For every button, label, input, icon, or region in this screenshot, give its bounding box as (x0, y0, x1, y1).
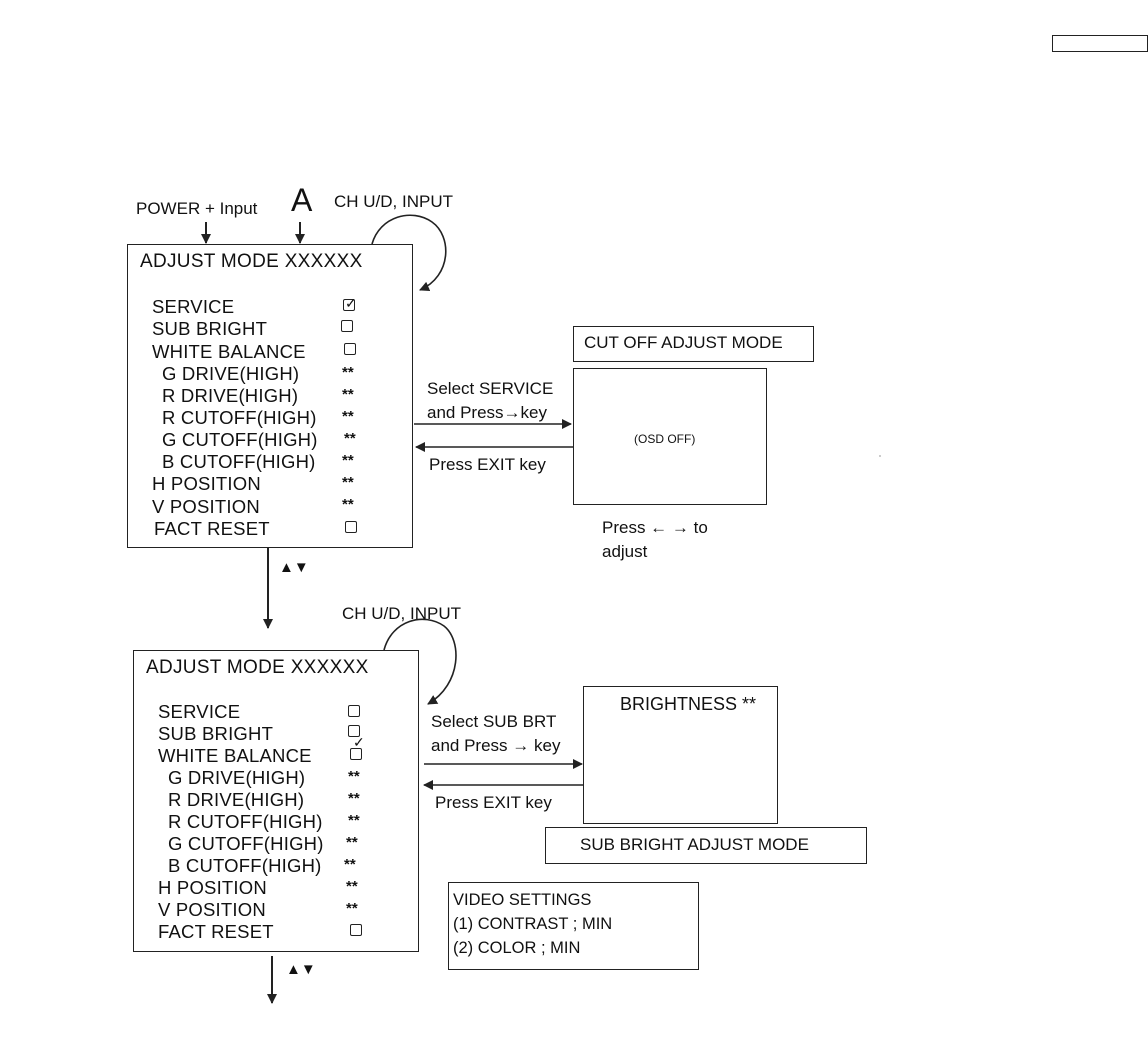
menu-row-r-drive: R DRIVE(HIGH) (162, 385, 299, 406)
subbright-mode-title-box: SUB BRIGHT ADJUST MODE (545, 827, 867, 864)
menu-row-h-position: H POSITION (152, 473, 261, 494)
menu-row-g-cutoff: G CUTOFF(HIGH) (162, 429, 318, 450)
value-v-position: ** (346, 900, 358, 917)
checkbox-service (348, 705, 360, 717)
menu-row-g-drive: G DRIVE(HIGH) (168, 767, 306, 788)
menu-row-fact-reset: FACT RESET (154, 518, 270, 539)
value-g-cutoff: ** (344, 430, 356, 447)
value-r-cutoff: ** (348, 812, 360, 829)
panel-title: ADJUST MODE XXXXXX (146, 657, 369, 678)
value-g-drive: ** (342, 364, 354, 381)
select-subbrt-text-2: and Press → key (431, 736, 561, 755)
video-settings-box: VIDEO SETTINGS (1) CONTRAST ; MIN (2) CO… (448, 882, 699, 970)
press-adjust-text-2: adjust (602, 542, 648, 561)
select-service-text-2: and Press→key (427, 403, 547, 422)
value-r-drive: ** (342, 386, 354, 403)
cutoff-screen-box: (OSD OFF) (573, 368, 767, 505)
subbright-mode-title: SUB BRIGHT ADJUST MODE (580, 835, 809, 854)
menu-row-sub-bright: SUB BRIGHT (158, 723, 274, 744)
menu-row-h-position: H POSITION (158, 877, 267, 898)
menu-row-service: SERVICE (158, 701, 241, 722)
checkbox-fact-reset (350, 924, 362, 936)
menu-row-b-cutoff: B CUTOFF(HIGH) (162, 451, 316, 472)
menu-row-r-drive: R DRIVE(HIGH) (168, 789, 305, 810)
menu-row-b-cutoff: B CUTOFF(HIGH) (168, 855, 322, 876)
value-g-cutoff: ** (346, 834, 358, 851)
value-h-position: ** (342, 474, 354, 491)
menu-row-white-balance: WHITE BALANCE (158, 745, 312, 766)
menu-row-white-balance: WHITE BALANCE (152, 341, 306, 362)
checkbox-sub-bright (348, 725, 360, 737)
press-adjust-text-1: Press ← → to (602, 518, 708, 537)
video-settings-title: VIDEO SETTINGS (453, 891, 592, 909)
press-exit-text-1: Press EXIT key (429, 455, 546, 474)
subbright-screen-box: BRIGHTNESS ** (583, 686, 778, 824)
checkbox-service (343, 299, 355, 311)
checkmark-icon: ✓ (353, 734, 365, 750)
video-settings-contrast: (1) CONTRAST ; MIN (453, 915, 613, 933)
value-g-drive: ** (348, 768, 360, 785)
menu-row-g-drive: G DRIVE(HIGH) (162, 363, 300, 384)
loop-arrow-2 (383, 618, 457, 705)
checkmark-icon: ✓ (345, 295, 357, 311)
select-subbrt-text-1: Select SUB BRT (431, 712, 557, 731)
page-corner-box (1052, 35, 1148, 52)
checkbox-white-balance (344, 343, 356, 355)
checkbox-fact-reset (345, 521, 357, 533)
osd-off-text: (OSD OFF) (634, 432, 696, 446)
value-r-cutoff: ** (342, 408, 354, 425)
value-v-position: ** (342, 496, 354, 513)
menu-row-sub-bright: SUB BRIGHT (152, 318, 268, 339)
menu-row-fact-reset: FACT RESET (158, 921, 274, 942)
power-input-label: POWER + Input (136, 199, 258, 218)
panel-title: ADJUST MODE XXXXXX (140, 251, 363, 272)
cutoff-mode-title-box: CUT OFF ADJUST MODE (573, 326, 814, 362)
cutoff-mode-title: CUT OFF ADJUST MODE (584, 333, 783, 352)
press-exit-text-2: Press EXIT key (435, 793, 552, 812)
a-label: A (291, 182, 313, 218)
adjust-mode-panel-2: ADJUST MODE XXXXXX SERVICE SUB BRIGHT WH… (133, 650, 419, 952)
menu-row-g-cutoff: G CUTOFF(HIGH) (168, 833, 324, 854)
checkbox-sub-bright (341, 320, 353, 332)
value-b-cutoff: ** (344, 856, 356, 873)
value-h-position: ** (346, 878, 358, 895)
ch-input-label-1: CH U/D, INPUT (334, 192, 453, 211)
video-settings-color: (2) COLOR ; MIN (453, 939, 581, 957)
up-down-keys-2: ▲▼ (286, 961, 316, 978)
value-b-cutoff: ** (342, 452, 354, 469)
menu-row-v-position: V POSITION (158, 899, 266, 920)
brightness-text: BRIGHTNESS ** (620, 694, 757, 714)
adjust-mode-panel-1: ADJUST MODE XXXXXX SERVICE SUB BRIGHT WH… (127, 244, 413, 548)
menu-row-r-cutoff: R CUTOFF(HIGH) (168, 811, 323, 832)
select-service-text-1: Select SERVICE (427, 379, 554, 398)
menu-row-service: SERVICE (152, 296, 235, 317)
up-down-keys-1: ▲▼ (279, 559, 309, 576)
menu-row-v-position: V POSITION (152, 496, 260, 517)
ch-input-label-2: CH U/D, INPUT (342, 604, 461, 623)
value-r-drive: ** (348, 790, 360, 807)
checkbox-white-balance (350, 748, 362, 760)
loop-arrow-1 (371, 214, 447, 291)
menu-row-r-cutoff: R CUTOFF(HIGH) (162, 407, 317, 428)
